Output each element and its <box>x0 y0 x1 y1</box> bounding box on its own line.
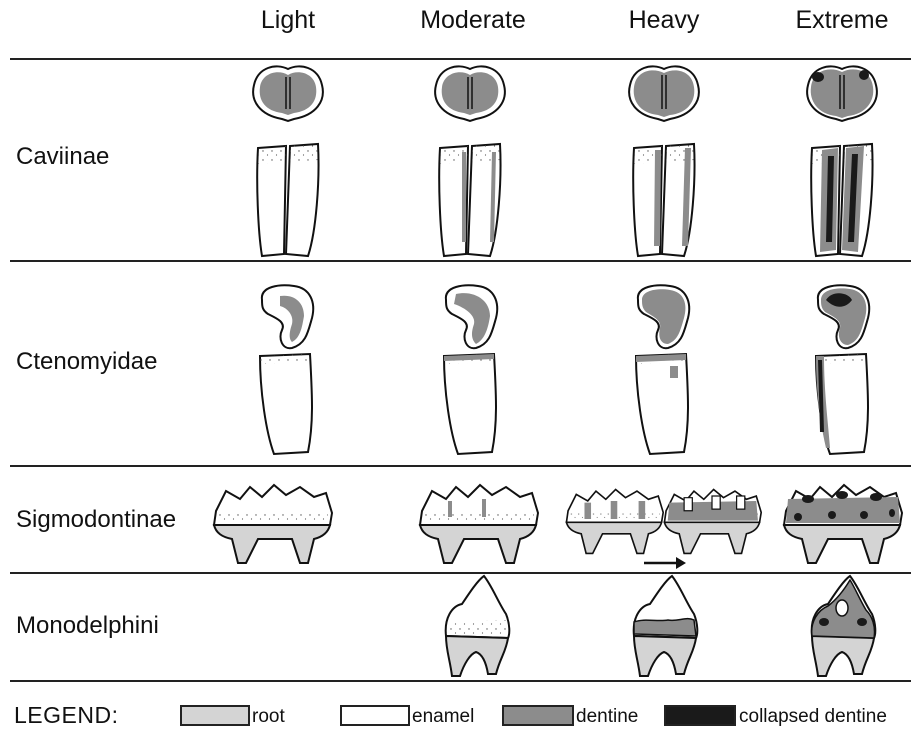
legend-swatch-collapsed-dentine <box>664 705 736 726</box>
ctenomyidae-heavy-lateral <box>636 354 688 454</box>
caviinae-light-occlusal <box>253 66 323 121</box>
ctenomyidae-extreme-lateral <box>816 354 868 454</box>
caviinae-light-lateral <box>257 144 318 256</box>
legend-swatch-enamel <box>340 705 410 726</box>
monodelphini-heavy-molar <box>634 576 698 676</box>
caviinae-heavy-occlusal <box>629 66 699 121</box>
ctenomyidae-light-occlusal <box>262 285 313 348</box>
ctenomyidae-moderate-occlusal <box>446 285 497 348</box>
monodelphini-extreme-molar <box>812 576 876 676</box>
sigmodontinae-heavy-molar-b <box>664 489 761 553</box>
wear-progression-arrow <box>644 557 686 569</box>
legend-label-dentine: dentine <box>576 706 638 728</box>
legend-label-enamel: enamel <box>412 706 474 728</box>
legend: LEGEND: root enamel dentine collapsed de… <box>0 692 911 730</box>
legend-label-root: root <box>252 706 285 728</box>
sigmodontinae-light-molar <box>214 485 332 563</box>
monodelphini-moderate-molar <box>446 576 510 676</box>
legend-title: LEGEND: <box>14 702 118 729</box>
sigmodontinae-extreme-molar <box>784 485 902 563</box>
caviinae-extreme-occlusal <box>807 66 877 121</box>
legend-swatch-root <box>180 705 250 726</box>
caviinae-heavy-lateral <box>633 144 694 256</box>
legend-label-collapsed-dentine: collapsed dentine <box>739 706 887 728</box>
sigmodontinae-moderate-molar <box>420 485 538 563</box>
ctenomyidae-moderate-lateral <box>444 354 496 454</box>
legend-swatch-dentine <box>502 705 574 726</box>
ctenomyidae-light-lateral <box>260 354 312 454</box>
caviinae-extreme-lateral <box>811 144 872 256</box>
caviinae-moderate-lateral <box>439 144 500 256</box>
caviinae-moderate-occlusal <box>435 66 505 121</box>
sigmodontinae-heavy-molar-a <box>566 489 663 553</box>
wear-stage-illustrations <box>0 0 911 692</box>
ctenomyidae-heavy-occlusal <box>638 285 689 348</box>
ctenomyidae-extreme-occlusal <box>818 285 869 348</box>
